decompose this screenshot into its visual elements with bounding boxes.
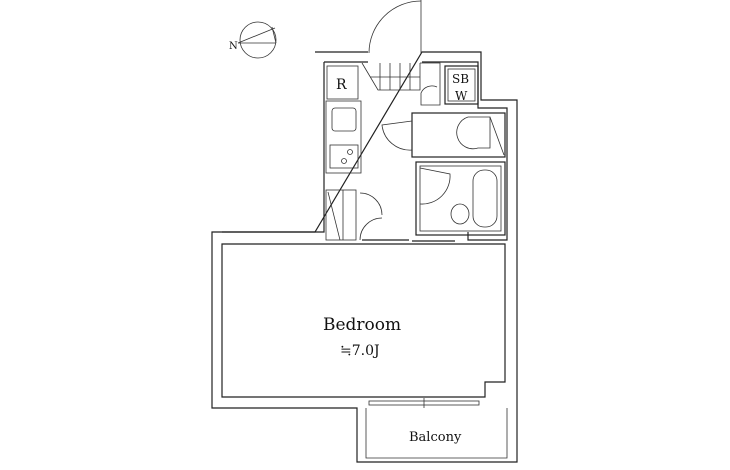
toilet-room [381, 112, 506, 158]
bedroom-door [362, 239, 455, 242]
compass-north-label: N [229, 41, 238, 52]
storage-closet: SB W [444, 65, 479, 105]
compass-icon: N [229, 21, 277, 59]
storage-label-w: W [455, 89, 468, 103]
bedroom-label: Bedroom [323, 315, 401, 335]
bathroom [415, 161, 506, 236]
kitchen-counter [325, 100, 362, 174]
refrigerator-label: R [336, 77, 347, 93]
storage-label-sb: SB [452, 72, 469, 86]
outer-walls [211, 51, 518, 463]
balcony: Balcony [365, 398, 508, 459]
balcony-label: Balcony [409, 430, 462, 445]
entrance-door [361, 0, 441, 106]
closet [325, 189, 383, 241]
refrigerator-space: R [326, 65, 359, 100]
bedroom: Bedroom ≒7.0J [221, 243, 506, 398]
bedroom-size-label: ≒7.0J [340, 343, 380, 359]
